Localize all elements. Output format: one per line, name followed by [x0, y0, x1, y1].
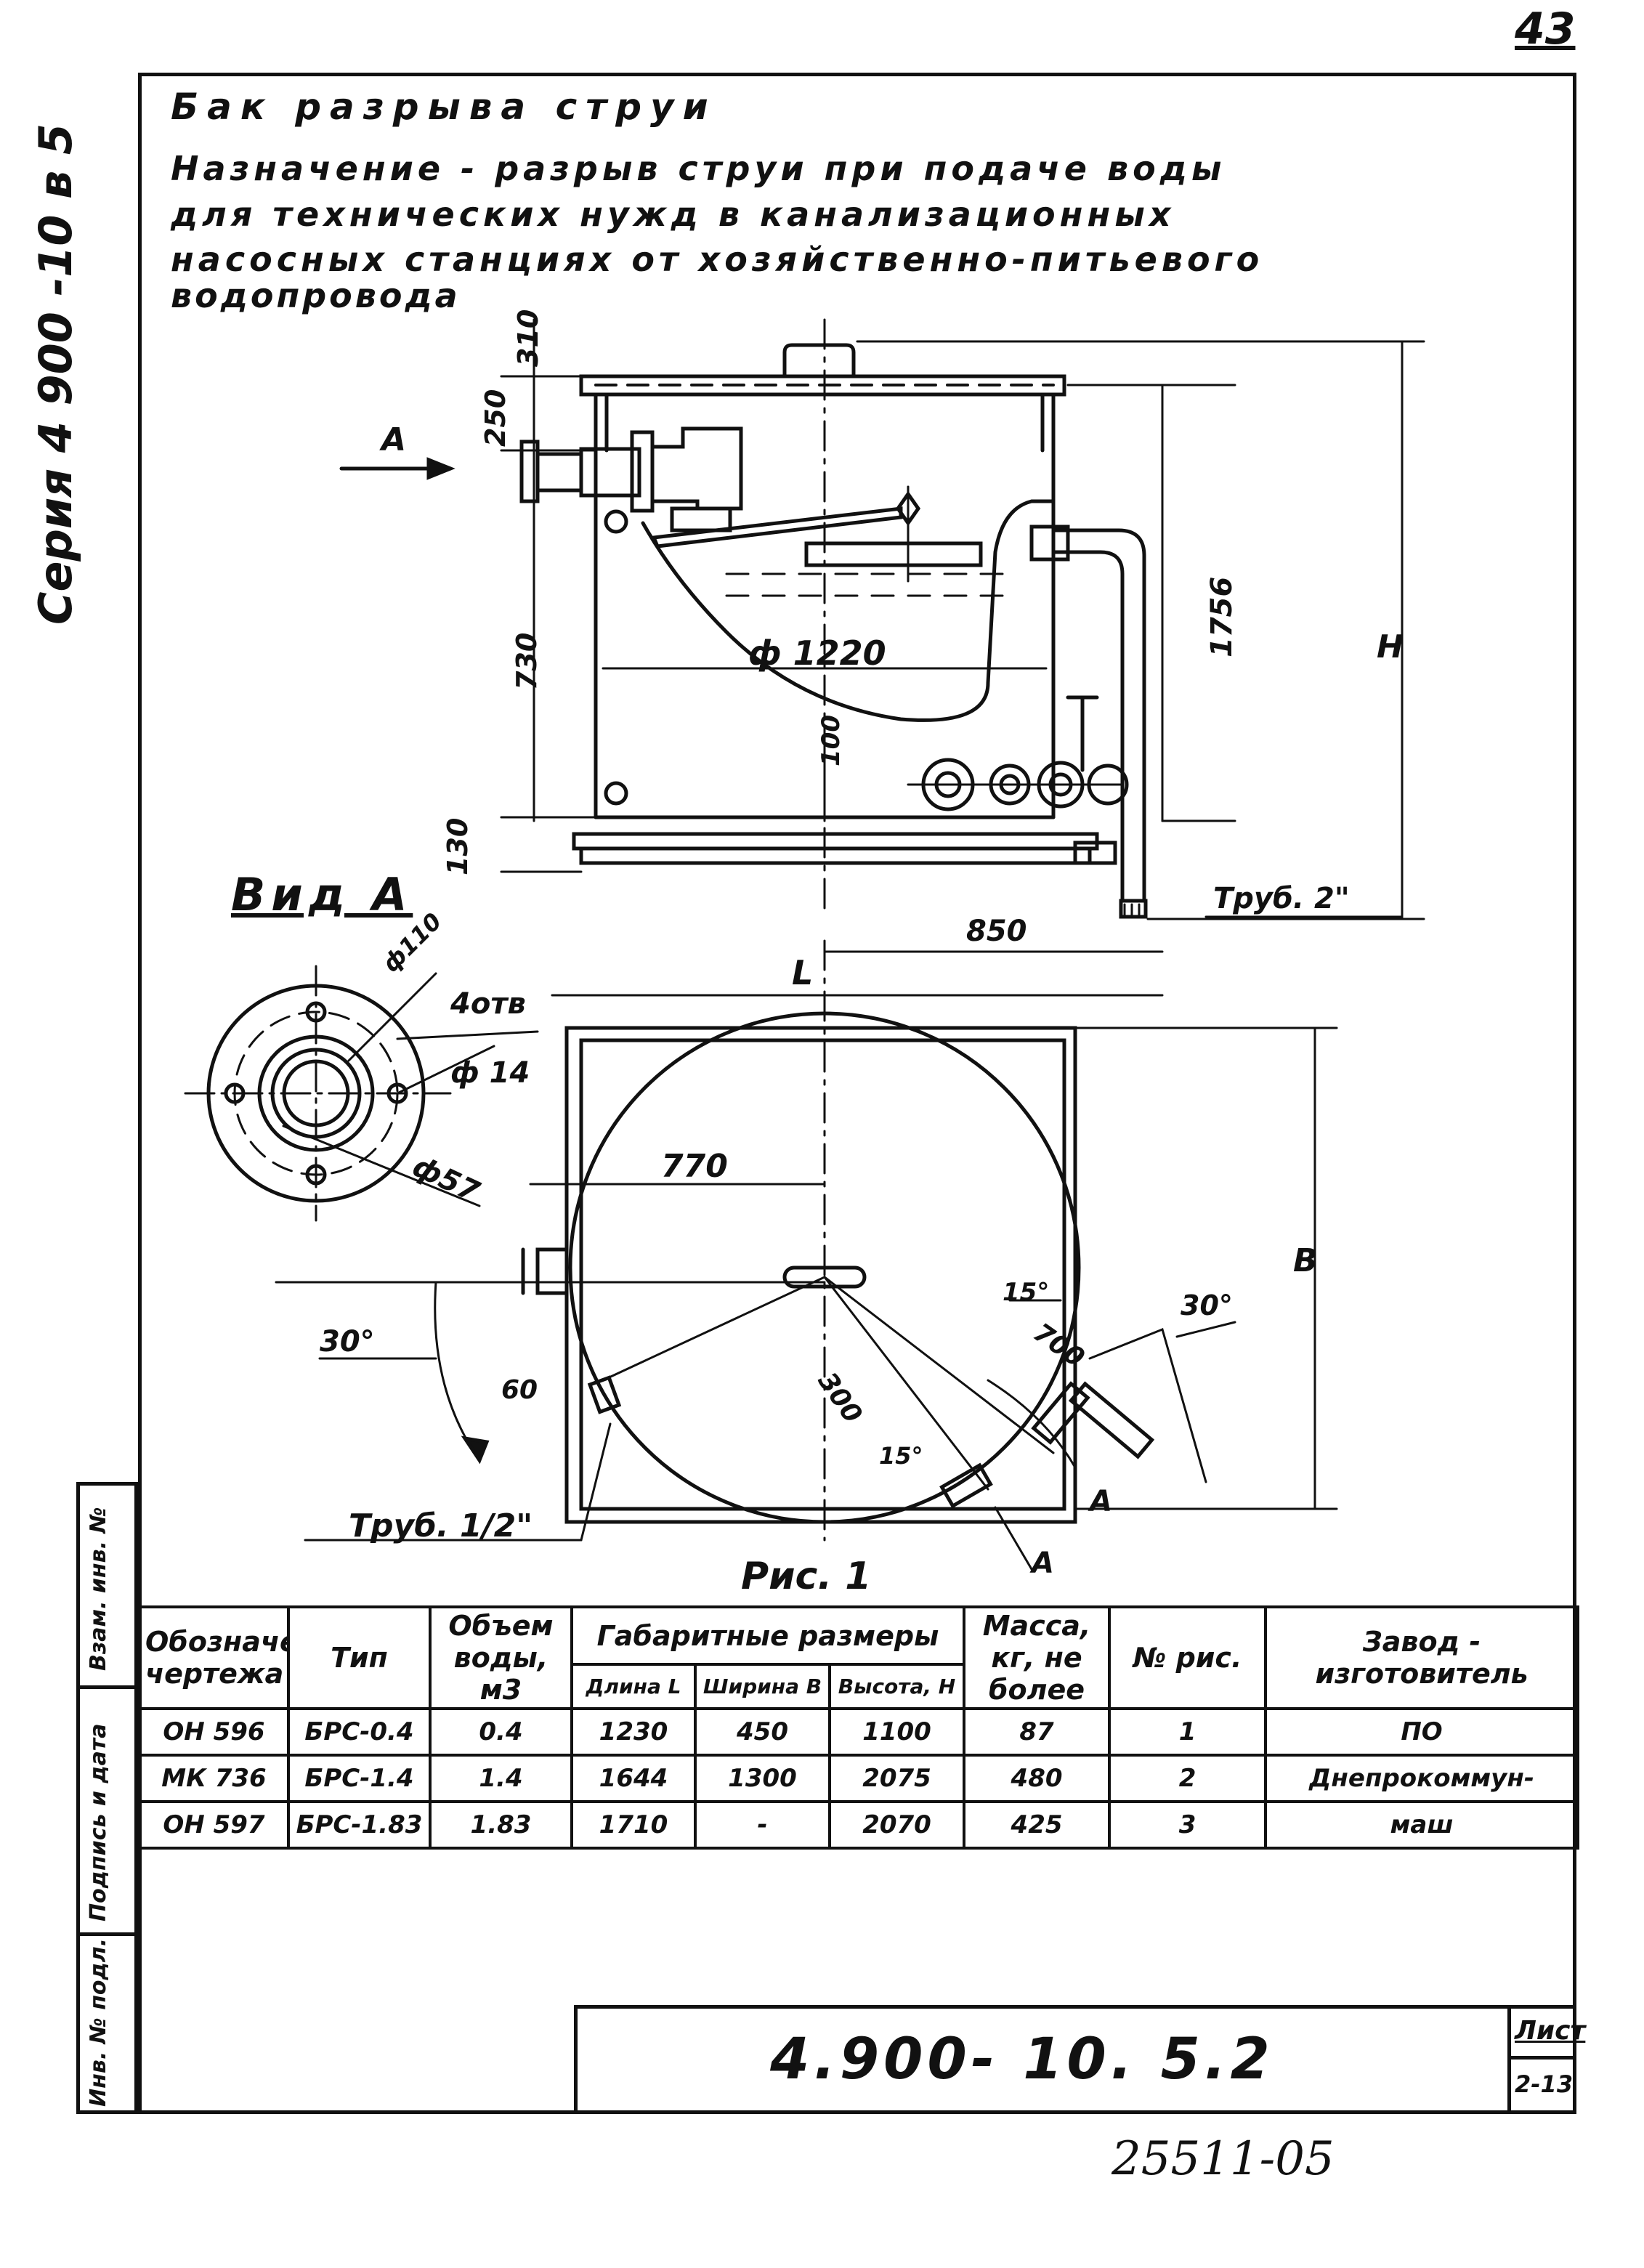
stamp-code: 4.900- 10. 5.2 [770, 2027, 1274, 2092]
float-lever [651, 506, 903, 548]
table-cell: БРС-0.4 [287, 1707, 432, 1757]
dim-d14: ф 14 [450, 1056, 530, 1090]
dim-15-deg-a: 15° [1003, 1278, 1049, 1307]
table-cell: 1300 [694, 1754, 831, 1803]
table-cell: БРС-1.4 [287, 1754, 432, 1803]
title-line-4: насосных станциях от хозяйственно-питьев… [171, 240, 1264, 279]
table-cell: 1.4 [429, 1754, 573, 1803]
hdr-type: Тип [287, 1605, 432, 1710]
section-arrow-A-3: A [1029, 1547, 1054, 1580]
sidebar-label-replace: Взам. инв. № [86, 1507, 111, 1671]
figure-label: Рис. 1 [741, 1555, 872, 1598]
float [804, 541, 983, 567]
dim-L: L [792, 953, 813, 992]
dim-B: B [1293, 1242, 1318, 1279]
handwritten-number: 25511-05 [1111, 2132, 1335, 2186]
pipe-end [1119, 899, 1148, 919]
table-row: МК 736 БРС-1.4 1.4 1644 1300 2075 480 2 … [138, 1754, 1580, 1803]
title-line-2: Назначение - разрыв струи при подаче вод… [171, 149, 1226, 188]
table-row: ОН 597 БРС-1.83 1.83 1710 - 2070 425 3 м… [138, 1800, 1580, 1850]
stamp-sheet-label: Лист [1515, 2016, 1586, 2046]
spec-table: Обозначен чертежа Тип Объем воды, м3 Габ… [138, 1605, 1580, 1850]
float-valve-body [650, 426, 743, 511]
tank-lid [579, 374, 1066, 397]
pipe-2-inch-label: Труб. 2" [1213, 882, 1350, 915]
table-cell: МК 736 [138, 1754, 290, 1803]
table-cell: ПО [1264, 1707, 1580, 1757]
pipe-half-inch-label: Труб. 1/2" [349, 1507, 533, 1544]
dim-d57: ф57 [408, 1149, 485, 1209]
lid-handle [782, 343, 856, 378]
title-line-1: Бак разрыва струи [171, 86, 717, 128]
dim-60: 60 [501, 1375, 538, 1405]
dim-1756: 1756 [1205, 577, 1239, 657]
table-cell: 2075 [827, 1754, 966, 1803]
hdr-length: Длина L [570, 1663, 697, 1710]
hdr-mass: Масса, кг, не более [963, 1605, 1111, 1710]
dim-100: 100 [817, 715, 846, 766]
table-cell: - [694, 1800, 831, 1850]
stamp-sheet-number: 2-13 [1515, 2070, 1574, 2098]
table-cell: 450 [694, 1707, 831, 1757]
table-row: ОН 596 БРС-0.4 0.4 1230 450 1100 87 1 ПО [138, 1707, 1580, 1757]
base-frame [572, 832, 1099, 851]
hdr-dimensions: Габаритные размеры [570, 1605, 966, 1666]
hdr-height: Высота, H [827, 1663, 966, 1710]
dim-310: 310 [512, 309, 544, 367]
approval-sidebar [76, 1482, 138, 2114]
dim-250: 250 [479, 389, 511, 447]
table-cell: Днепрокоммун- [1264, 1754, 1580, 1803]
table-cell: 0.4 [429, 1707, 573, 1757]
table-cell: 3 [1108, 1800, 1268, 1850]
section-arrow-A-2: A [1088, 1485, 1112, 1518]
hdr-maker: Завод - изготовитель [1264, 1605, 1580, 1710]
dim-300: 300 [812, 1367, 868, 1429]
dim-850: 850 [966, 915, 1027, 948]
hdr-volume: Объем воды, м3 [429, 1605, 573, 1710]
table-cell: 480 [963, 1754, 1111, 1803]
hdr-width: Ширина B [694, 1663, 831, 1710]
sheet-number-top: 43 [1515, 4, 1576, 54]
table-cell: 87 [963, 1707, 1111, 1757]
table-cell: ОН 597 [138, 1800, 290, 1850]
dim-30-deg-right: 30° [1181, 1289, 1233, 1321]
table-cell: ОН 596 [138, 1707, 290, 1757]
table-cell: 1 [1108, 1707, 1268, 1757]
sidebar-label-sign: Подпись и дата [86, 1723, 111, 1921]
hdr-designation: Обозначен чертежа [138, 1605, 290, 1710]
table-cell: 1710 [570, 1800, 697, 1850]
table-cell: 1644 [570, 1754, 697, 1803]
dim-30-deg-left: 30° [320, 1325, 375, 1358]
table-cell: 1230 [570, 1707, 697, 1757]
table-cell: 1.83 [429, 1800, 573, 1850]
title-stamp [574, 2005, 1576, 2114]
hdr-fig: № рис. [1108, 1605, 1268, 1710]
overflow-pipe [1051, 528, 1146, 903]
table-cell: 425 [963, 1800, 1111, 1850]
title-line-3: для технических нужд в канализационных [171, 195, 1175, 234]
dim-H: H [1377, 628, 1404, 665]
title-line-5: водопровода [171, 276, 461, 315]
dim-130: 130 [442, 818, 474, 875]
drawing-frame [138, 73, 1576, 2114]
holes-label: 4отв [450, 987, 526, 1021]
view-A-label: Вид A [231, 868, 413, 921]
dim-730: 730 [511, 633, 543, 690]
table-cell: БРС-1.83 [287, 1800, 432, 1850]
dim-770: 770 [661, 1148, 728, 1185]
table-cell: маш [1264, 1800, 1580, 1850]
dim-d1220: ф 1220 [748, 633, 886, 673]
dim-15-deg-b: 15° [879, 1442, 923, 1470]
table-cell: 1100 [827, 1707, 966, 1757]
table-cell: 2070 [827, 1800, 966, 1850]
table-cell: 2 [1108, 1754, 1268, 1803]
sidebar-label-inv: Инв. № подл. [86, 1937, 111, 2107]
section-arrow-A: A [379, 421, 406, 458]
